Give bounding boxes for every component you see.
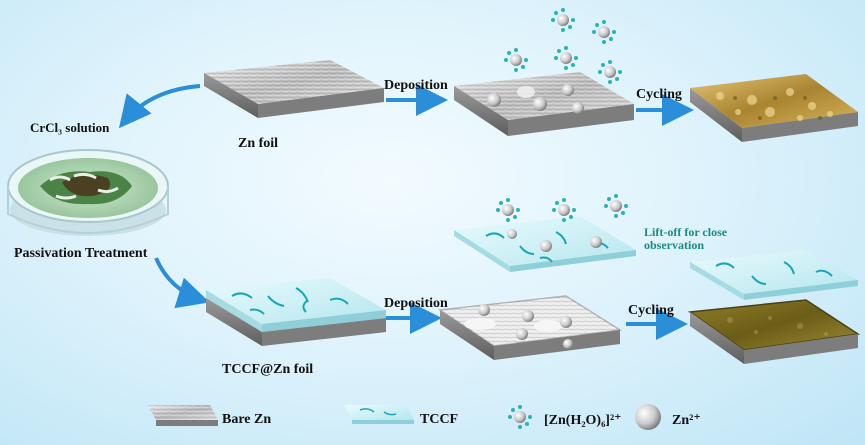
to-crcl3-arrow [118,84,201,129]
zn-foil-slab [204,60,384,118]
zn-sphere [562,84,574,96]
to-tccf-arrow [154,257,210,309]
zn-sphere [533,97,547,111]
cycling-top-label: Cycling [636,87,682,102]
legend-hydrated-ion-label: [Zn(H₂O)₆]²⁺ [544,413,622,428]
zn-sphere [487,93,501,107]
zn-sphere [478,304,490,316]
tccf-zn-foil-label: TCCF@Zn foil [222,362,314,377]
deposited-bare-zn-slab [454,72,634,136]
legend-hydrated-ion-icon [508,405,532,429]
legend-tccf-label: TCCF [420,412,459,427]
zn-sphere [522,310,534,322]
dense-zn-slab [687,299,861,364]
petri-dish [7,149,169,236]
liftoff-tccf-layer [454,216,636,272]
passivation-treatment-label: Passivation Treatment [14,246,148,261]
liftoff-label: Lift-off for close observation [644,225,728,252]
zn-sphere [572,102,584,114]
deposition-bottom-label: Deposition [384,296,448,311]
legend-bare-zn-swatch [148,405,218,426]
zn-sphere [560,316,572,328]
deposited-tccf-slab [437,295,623,360]
dendrite-slab [690,74,858,142]
hydrated-ions-top [504,8,622,84]
deposition-top-label: Deposition [384,78,448,93]
zn-sphere [563,339,573,349]
tccf-zn-foil-slab [206,278,386,346]
zn-foil-label: Zn foil [238,136,279,151]
cycled-tccf-layer [690,250,858,300]
legend-tccf-swatch [344,405,414,424]
legend-zn-sphere-icon [635,404,661,430]
cycling-bottom-label: Cycling [628,303,674,318]
legend-zn-ion-label: Zn²⁺ [672,413,701,428]
legend-bare-zn-label: Bare Zn [222,412,272,427]
zn-sphere [516,328,528,340]
hydrated-ions-bottom [496,194,628,222]
crcl3-solution-label: CrCl₃ solution [30,120,110,135]
